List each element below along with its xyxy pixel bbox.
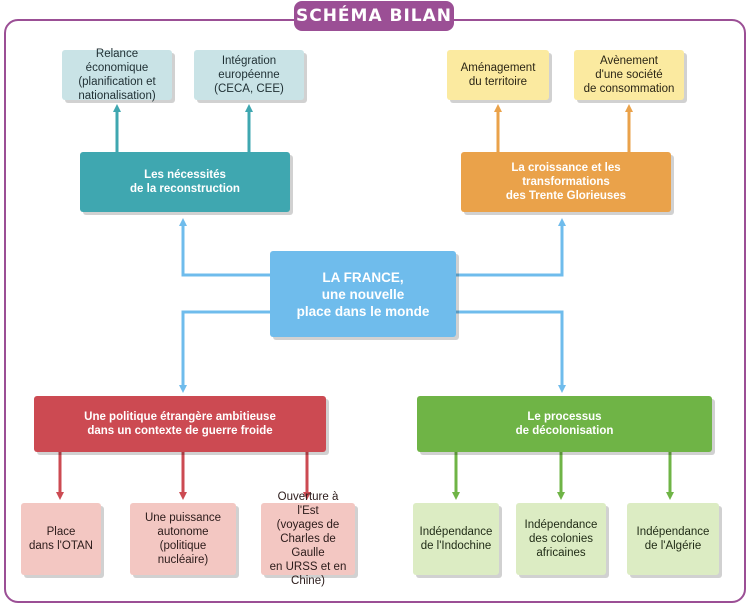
reconstruction-child-1: Relance économique (planification et nat… xyxy=(62,48,172,102)
decolonisation-child-3: Indépendance de l'Algérie xyxy=(627,503,719,575)
reconstruction-node: Les nécessités de la reconstruction xyxy=(80,152,290,212)
politique-child-1: Place dans l'OTAN xyxy=(21,503,101,575)
croissance-child-2: Avènement d'une société de consommation xyxy=(574,50,684,100)
decolonisation-child-1: Indépendance de l'Indochine xyxy=(413,503,499,575)
wire-center-decolonisation xyxy=(455,310,566,393)
wire-center-croissance xyxy=(455,218,566,277)
croissance-child-1: Aménagement du territoire xyxy=(447,50,549,100)
reconstruction-child-2: Intégration européenne (CECA, CEE) xyxy=(194,50,304,100)
center-node: LA FRANCE, une nouvelle place dans le mo… xyxy=(270,251,456,337)
decolonisation-child-2: Indépendance des colonies africaines xyxy=(516,503,606,575)
wire-center-reconstruction xyxy=(179,218,270,277)
croissance-node: La croissance et les transformations des… xyxy=(461,152,671,212)
politique-child-3: Ouverture à l'Est (voyages de Charles de… xyxy=(261,491,355,587)
wire-center-politique xyxy=(179,310,270,393)
politique-child-2: Une puissance autonome (politique nucléa… xyxy=(130,503,236,575)
diagram-title: SCHÉMA BILAN xyxy=(294,1,454,31)
decolonisation-node: Le processus de décolonisation xyxy=(417,396,712,452)
politique-node: Une politique étrangère ambitieuse dans … xyxy=(34,396,326,452)
